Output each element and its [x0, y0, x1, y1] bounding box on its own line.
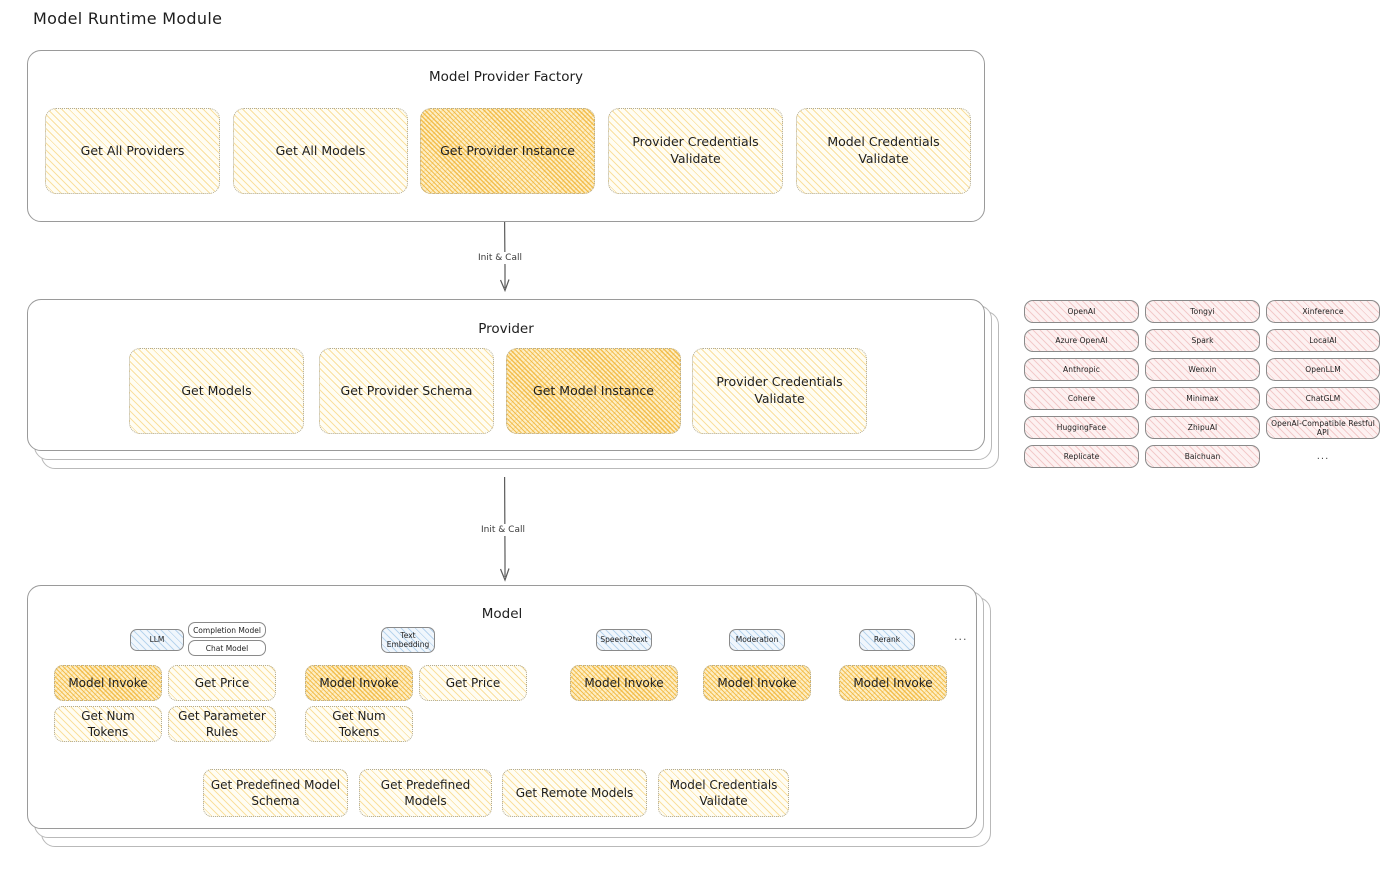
model-type-badge-llm[interactable]: LLM [130, 629, 184, 651]
op-text-embedding-get-price[interactable]: Get Price [419, 665, 527, 701]
model-card: Model LLM Completion Model Chat Model Mo… [27, 585, 977, 829]
op-llm-get-price[interactable]: Get Price [168, 665, 276, 701]
op-text-embedding-get-num-tokens[interactable]: Get Num Tokens [305, 706, 413, 742]
model-type-badge-moderation[interactable]: Moderation [729, 629, 785, 651]
op-get-predefined-models[interactable]: Get Predefined Models [359, 769, 492, 817]
provider-chip-zhipuai[interactable]: ZhipuAI [1145, 416, 1260, 439]
op-rerank-model-invoke[interactable]: Model Invoke [839, 665, 947, 701]
op-provider-credentials-validate[interactable]: Provider Credentials Validate [608, 108, 783, 194]
op-get-all-models[interactable]: Get All Models [233, 108, 408, 194]
provider-chip-minimax[interactable]: Minimax [1145, 387, 1260, 410]
model-type-badge-text-embedding[interactable]: Text Embedding [381, 627, 435, 653]
arrow-label-init-and-call-1: Init & Call [475, 252, 525, 264]
provider-title: Provider [478, 321, 534, 337]
provider-chip-cohere[interactable]: Cohere [1024, 387, 1139, 410]
op-get-provider-schema[interactable]: Get Provider Schema [319, 348, 494, 434]
provider-chip-baichuan[interactable]: Baichuan [1145, 445, 1260, 468]
provider-chip-openai-compatible-restful-api[interactable]: OpenAI-Compatible Restful API [1266, 416, 1380, 439]
op-get-provider-instance[interactable]: Get Provider Instance [420, 108, 595, 194]
op-speech2text-model-invoke[interactable]: Model Invoke [570, 665, 678, 701]
op-model-credentials-validate[interactable]: Model Credentials Validate [796, 108, 971, 194]
op-moderation-model-invoke[interactable]: Model Invoke [703, 665, 811, 701]
model-types-more-ellipsis: ... [954, 630, 968, 643]
model-subtype-badge-chat-model[interactable]: Chat Model [188, 640, 266, 656]
page-title: Model Runtime Module [33, 9, 223, 28]
provider-list-more-ellipsis: ... [1316, 451, 1330, 462]
arrow-label-init-and-call-2: Init & Call [478, 524, 528, 536]
provider-chip-wenxin[interactable]: Wenxin [1145, 358, 1260, 381]
provider-chip-openai[interactable]: OpenAI [1024, 300, 1139, 323]
op-provider-credentials-validate-2[interactable]: Provider Credentials Validate [692, 348, 867, 434]
op-text-embedding-model-invoke[interactable]: Model Invoke [305, 665, 413, 701]
op-get-model-instance[interactable]: Get Model Instance [506, 348, 681, 434]
provider-chip-xinference[interactable]: Xinference [1266, 300, 1380, 323]
provider-chip-replicate[interactable]: Replicate [1024, 445, 1139, 468]
provider-chip-anthropic[interactable]: Anthropic [1024, 358, 1139, 381]
model-type-badge-speech2text[interactable]: Speech2text [596, 629, 652, 651]
provider-chip-azure-openai[interactable]: Azure OpenAI [1024, 329, 1139, 352]
provider-chip-spark[interactable]: Spark [1145, 329, 1260, 352]
op-get-remote-models[interactable]: Get Remote Models [502, 769, 647, 817]
model-provider-factory-card: Model Provider Factory Get All Providers… [27, 50, 985, 222]
provider-chip-tongyi[interactable]: Tongyi [1145, 300, 1260, 323]
provider-chip-huggingface[interactable]: HuggingFace [1024, 416, 1139, 439]
provider-chip-localai[interactable]: LocalAI [1266, 329, 1380, 352]
model-type-badge-rerank[interactable]: Rerank [859, 629, 915, 651]
op-llm-get-num-tokens[interactable]: Get Num Tokens [54, 706, 162, 742]
provider-list: OpenAI Azure OpenAI Anthropic Cohere Hug… [1024, 300, 1380, 475]
model-title: Model [481, 606, 523, 622]
op-get-all-providers[interactable]: Get All Providers [45, 108, 220, 194]
op-get-models[interactable]: Get Models [129, 348, 304, 434]
op-llm-model-invoke[interactable]: Model Invoke [54, 665, 162, 701]
op-get-predefined-model-schema[interactable]: Get Predefined Model Schema [203, 769, 348, 817]
model-provider-factory-title: Model Provider Factory [428, 69, 583, 85]
op-model-credentials-validate-2[interactable]: Model Credentials Validate [658, 769, 789, 817]
model-subtype-badge-completion-model[interactable]: Completion Model [188, 622, 266, 638]
provider-chip-openllm[interactable]: OpenLLM [1266, 358, 1380, 381]
provider-card: Provider Get Models Get Provider Schema … [27, 299, 985, 451]
provider-chip-chatglm[interactable]: ChatGLM [1266, 387, 1380, 410]
arrow-provider-to-model [499, 476, 510, 582]
op-llm-get-parameter-rules[interactable]: Get Parameter Rules [168, 706, 276, 742]
